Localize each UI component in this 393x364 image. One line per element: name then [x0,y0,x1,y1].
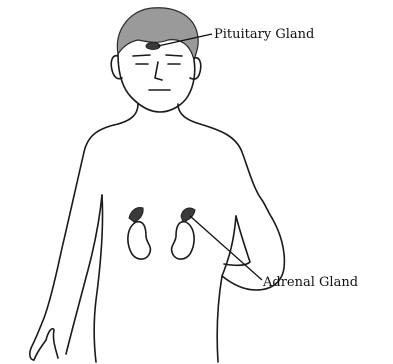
right-kidney [172,222,195,259]
pituitary-gland-label: Pituitary Gland [214,27,314,42]
pituitary-gland-mark [146,43,160,50]
left-kidney [128,222,151,259]
right-adrenal-gland [181,208,195,222]
face-outline [118,54,195,112]
right-torso [217,216,236,362]
right-eyebrow [166,55,182,56]
adrenal-gland-label: Adrenal Gland [262,275,358,290]
neck-and-right-shoulder [178,104,272,218]
adrenal-leader-line [190,216,262,280]
hair [117,8,198,60]
left-eyebrow [133,55,150,56]
head [111,8,201,112]
kidneys-and-adrenals [128,207,195,259]
left-inner-arm [66,195,102,354]
neck-and-left-shoulder-arm [30,104,138,360]
body [30,104,285,362]
nose [155,62,162,80]
left-adrenal-gland [129,207,143,222]
